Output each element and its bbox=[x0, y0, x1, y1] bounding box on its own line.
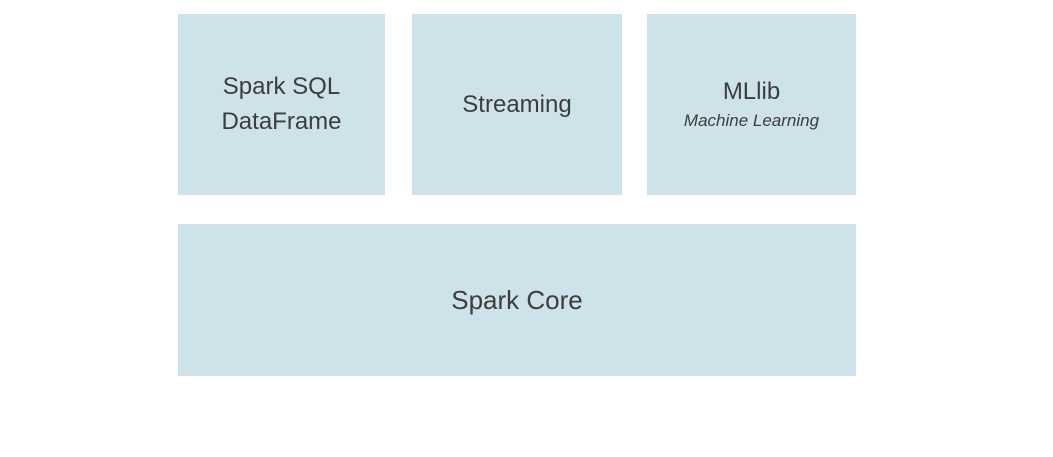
spark-core-box: Spark Core bbox=[178, 224, 856, 376]
spark-sql-dataframe-box: Spark SQL DataFrame bbox=[178, 14, 385, 195]
streaming-box: Streaming bbox=[412, 14, 622, 195]
spark-sql-label-line1: Spark SQL bbox=[222, 72, 341, 100]
spark-sql-label-line2: DataFrame bbox=[221, 107, 342, 135]
streaming-label: Streaming bbox=[462, 90, 572, 118]
mllib-box: MLlib Machine Learning bbox=[647, 14, 856, 195]
spark-core-label: Spark Core bbox=[451, 284, 583, 315]
mllib-title: MLlib bbox=[722, 77, 781, 105]
mllib-subtitle: Machine Learning bbox=[683, 110, 820, 130]
